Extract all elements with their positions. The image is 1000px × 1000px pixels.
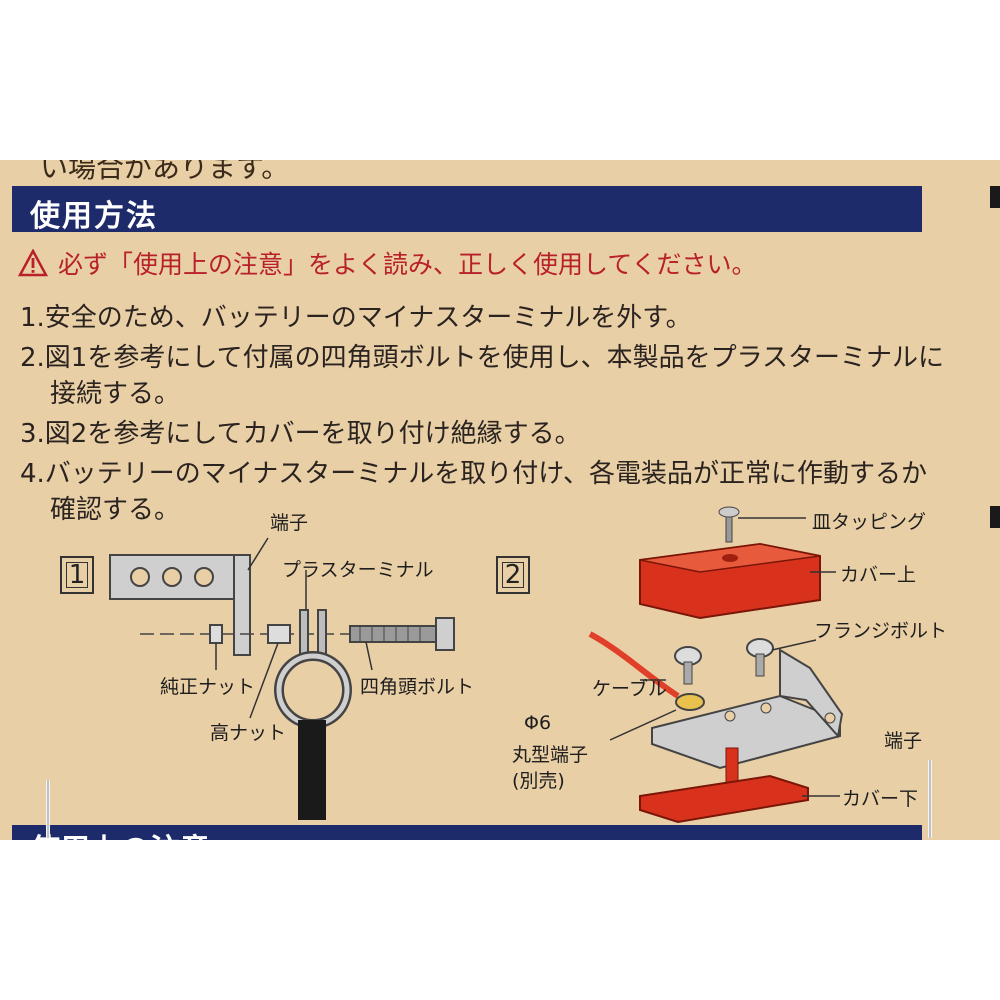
figure-1-number: 1 (60, 556, 94, 594)
section-header-cautions: 使用上の注意 (12, 825, 922, 840)
label-tall-nut: 高ナット (210, 722, 287, 744)
label-terminal: 端子 (270, 512, 309, 534)
label-cable: ケーブル (592, 678, 667, 700)
section-title-cut: 使用上の注意 (30, 825, 210, 840)
edge-mark (990, 186, 1000, 208)
step-text: 3.図2を参考にしてカバーを取り付け絶縁する。 (20, 419, 581, 449)
label-square-bolt: 四角頭ボルト (360, 676, 475, 698)
label-tapping-screw: 皿タッピング (812, 511, 927, 533)
cut-off-text: い場合があります。 (40, 160, 290, 184)
label-flange-bolt: フランジボルト (814, 620, 948, 642)
warning-line: 必ず「使用上の注意」をよく読み、正しく使用してください。 (18, 246, 757, 280)
step-4: 4.バッテリーのマイナスターミナルを取り付け、各電装品が正常に作動するか 確認す… (20, 456, 927, 528)
step-3: 3.図2を参考にしてカバーを取り付け絶縁する。 (20, 416, 581, 452)
step-1: 1.安全のため、バッテリーのマイナスターミナルを外す。 (20, 300, 692, 336)
step-text: 1.安全のため、バッテリーのマイナスターミナルを外す。 (20, 303, 692, 333)
edge-mark (990, 506, 1000, 528)
warning-text: 必ず「使用上の注意」をよく読み、正しく使用してください。 (58, 250, 757, 279)
figure-2-number: 2 (496, 556, 530, 594)
label-cover-top: カバー上 (840, 564, 917, 586)
label-terminal-2: 端子 (884, 730, 923, 752)
label-round-terminal: 丸型端子 (512, 744, 589, 766)
label-genuine-nut: 純正ナット (160, 676, 256, 698)
hanger-wire-right (928, 760, 932, 838)
label-plus-terminal: プラスターミナル (282, 559, 434, 581)
section-title: 使用方法 (30, 199, 158, 234)
label-phi: Φ6 (524, 712, 552, 734)
warning-triangle-icon (18, 249, 48, 277)
step-2: 2.図1を参考にして付属の四角頭ボルトを使用し、本製品をプラスターミナルに 接続… (20, 340, 944, 412)
step-text-cont: 接続する。 (50, 379, 181, 409)
instruction-card: い場合があります。 使用方法 必ず「使用上の注意」をよく読み、正しく使用してくだ… (0, 160, 1000, 840)
label-sold-separately: (別売) (512, 770, 565, 792)
label-cover-bottom: カバー下 (842, 788, 919, 810)
figure-1-diagram (109, 537, 460, 820)
step-text-cont: 確認する。 (50, 495, 181, 525)
figure-2-diagram (588, 506, 844, 824)
step-text: 2.図1を参考にして付属の四角頭ボルトを使用し、本製品をプラスターミナルに (20, 343, 945, 373)
section-header-usage: 使用方法 (12, 186, 922, 234)
hanger-wire-left (46, 780, 50, 838)
step-text: 4.バッテリーのマイナスターミナルを取り付け、各電装品が正常に作動するか (20, 459, 927, 489)
